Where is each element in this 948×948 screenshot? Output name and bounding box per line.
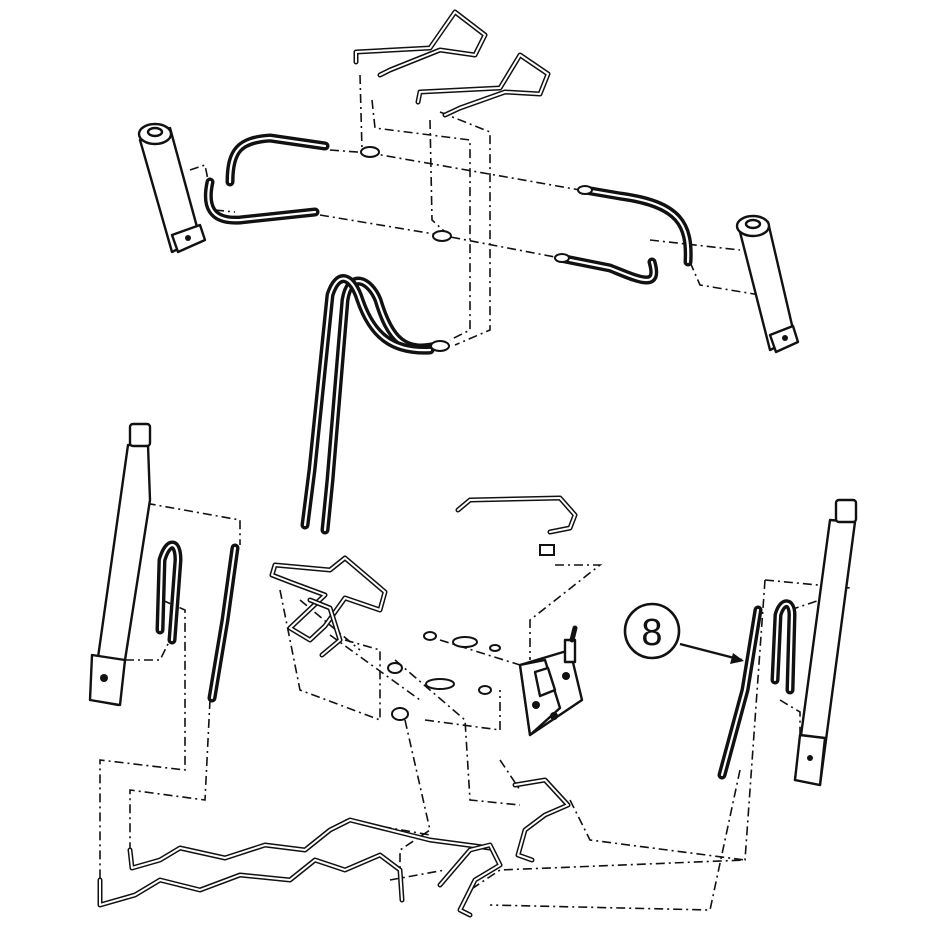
leader-lines (99, 74, 851, 911)
callout-8: 8 (623, 602, 744, 664)
top-loop-tubes (353, 9, 551, 118)
left-top-cylinder (137, 122, 207, 254)
top-hoses (203, 133, 693, 285)
callout-circle (623, 602, 681, 660)
center-fittings (387, 495, 578, 721)
control-valve (518, 625, 584, 737)
right-top-cylinder (735, 214, 800, 354)
center-bent-tubes (269, 555, 388, 658)
right-lower-cylinder (717, 498, 858, 787)
callout-number: 8 (641, 612, 662, 654)
bottom-lines (97, 777, 571, 918)
center-hose-pair (300, 274, 450, 535)
left-lower-cylinder (88, 422, 240, 707)
